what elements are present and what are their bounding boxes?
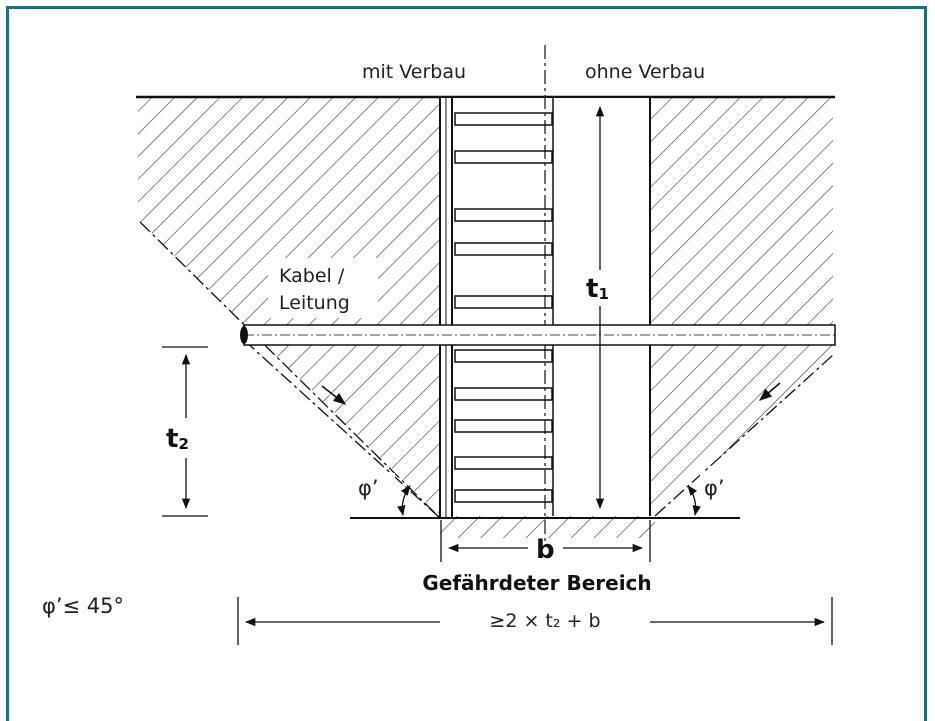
label-kabel: Kabel / bbox=[279, 265, 345, 287]
slide-arrow-right bbox=[759, 382, 781, 401]
label-mit-verbau: mit Verbau bbox=[362, 61, 466, 83]
soil-bottom bbox=[440, 516, 655, 538]
slope-line-left bbox=[139, 221, 441, 519]
slide-arrow-left bbox=[321, 385, 347, 405]
slope-line-right bbox=[654, 354, 834, 517]
label-b: b bbox=[536, 535, 555, 565]
zone-title: Gefährdeter Bereich bbox=[422, 571, 651, 595]
struts bbox=[454, 112, 553, 503]
label-phi-right: φ’ bbox=[704, 476, 725, 500]
zone-formula: ≥2 × t₂ + b bbox=[489, 610, 600, 632]
angle-condition: φ’≤ 45° bbox=[42, 594, 124, 618]
label-phi-left: φ’ bbox=[358, 476, 379, 500]
label-t2: t2 bbox=[166, 424, 189, 454]
figure-frame bbox=[6, 6, 927, 721]
label-ohne-verbau: ohne Verbau bbox=[585, 61, 705, 83]
label-leitung: Leitung bbox=[279, 292, 350, 314]
label-t1: t1 bbox=[586, 274, 609, 304]
soil-right bbox=[650, 97, 833, 516]
angle-arc-right bbox=[687, 485, 701, 517]
angle-arc-left bbox=[397, 485, 411, 517]
cable bbox=[240, 324, 836, 346]
